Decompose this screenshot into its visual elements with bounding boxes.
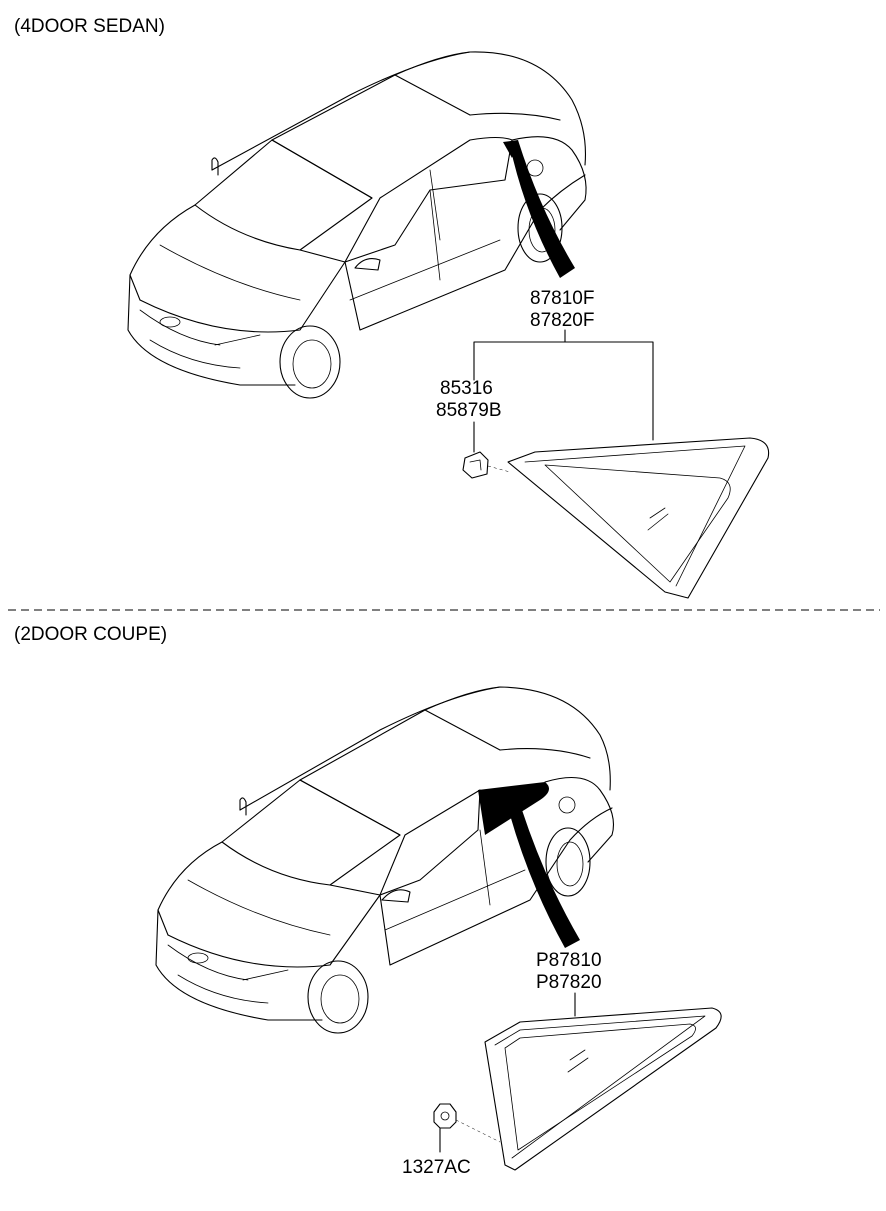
sedan-clip-number-2: 85879B (436, 400, 502, 421)
coupe-section-title: (2DOOR COUPE) (14, 624, 167, 645)
coupe-part-number-1: P87810 (536, 950, 602, 971)
sedan-clip-number-1: 85316 (440, 378, 493, 399)
sedan-section-title: (4DOOR SEDAN) (14, 16, 165, 37)
sedan-quarter-glass (507, 437, 770, 599)
sedan-section: (4DOOR SEDAN) (14, 16, 770, 599)
coupe-quarter-glass (484, 1007, 722, 1171)
coupe-clip-number: 1327AC (402, 1157, 471, 1178)
sedan-leader-lines (473, 329, 654, 441)
coupe-part-number-2: P87820 (536, 972, 602, 993)
sedan-part-number-2: 87820F (530, 310, 594, 331)
coupe-car-illustration (155, 686, 615, 1034)
sedan-clip (462, 451, 511, 479)
coupe-clip (433, 1103, 501, 1153)
sedan-part-number-1: 87810F (530, 288, 594, 309)
sedan-car-illustration (127, 51, 587, 399)
coupe-section: (2DOOR COUPE) (14, 624, 722, 1178)
